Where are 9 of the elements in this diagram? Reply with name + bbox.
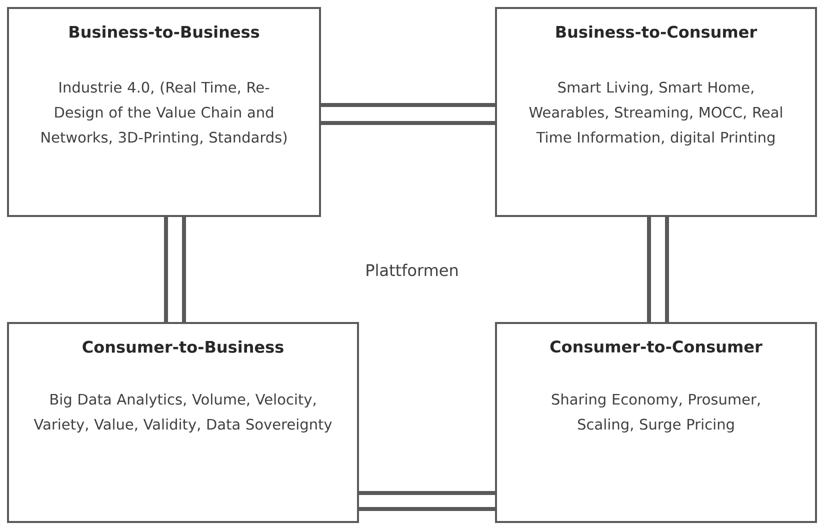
text-box: Consumer-to-Consumer Sharing Economy, Prosumer, Scaling, Surge Pricing: [495, 322, 817, 523]
center-label: Plattformen: [366, 264, 458, 276]
double-line: [321, 103, 495, 125]
text-box: Business-to-Consumer Smart Living, Smart Home, Wearables, Streaming, MOCC, Real Time Information, digital Printing: [495, 7, 817, 217]
double-line: [359, 490, 495, 511]
text-box: Business-to-Business Industrie 4.0, (Real Time, Re-Design of the Value Chain and Networks, 3D-Printing, Standards): [7, 7, 321, 217]
double-line: [647, 217, 669, 322]
text-box: Consumer-to-Business Big Data Analytics, Volume, Velocity, Variety, Value, Validity, Data Sovereignty: [7, 322, 359, 523]
double-line: [164, 217, 186, 322]
